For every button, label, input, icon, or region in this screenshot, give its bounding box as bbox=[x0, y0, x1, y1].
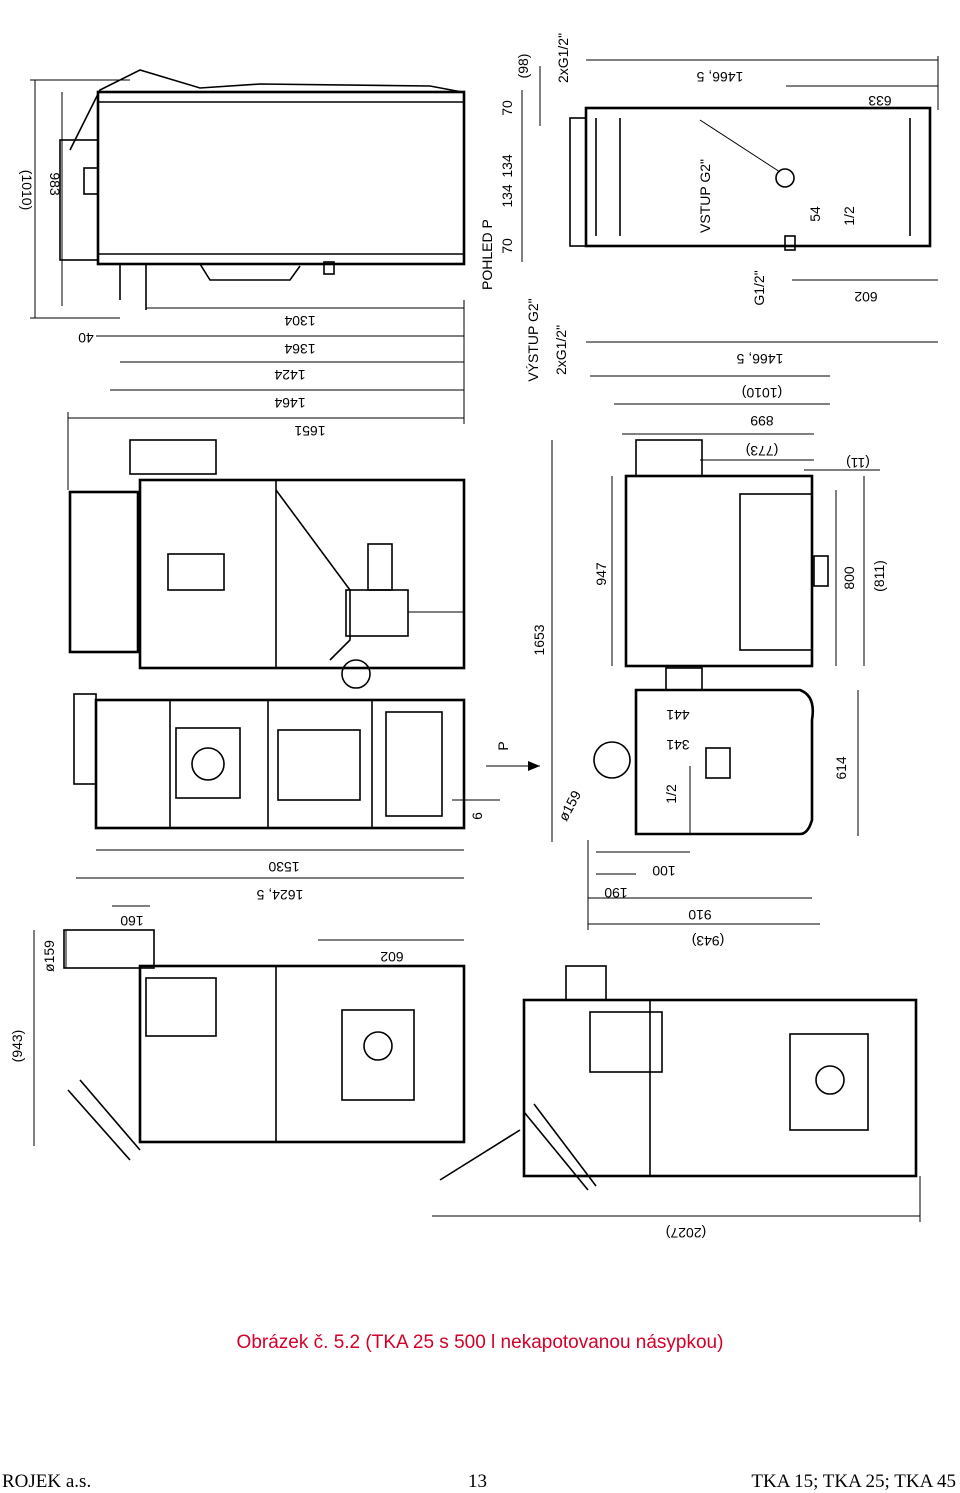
bottom-left-view: 160 ø159 602 (943) bbox=[9, 905, 466, 1161]
dim-899: 899 bbox=[750, 413, 774, 429]
dim-6: 6 bbox=[469, 812, 485, 820]
footer-company: ROJEK a.s. bbox=[2, 1471, 92, 1492]
arrow-label-p: P bbox=[495, 741, 511, 750]
figure-caption: Obrázek č. 5.2 (TKA 25 s 500 l nekapotov… bbox=[236, 1332, 724, 1353]
outlet-label: VÝSTUP G2" bbox=[525, 298, 541, 381]
dim-1010: (1010) bbox=[19, 170, 35, 210]
pipes-top-label: 2xG1/2" bbox=[555, 33, 571, 83]
inlet-circle bbox=[775, 168, 795, 188]
dim-159-front: ø159 bbox=[555, 788, 584, 824]
dim-1466-bottom: 1466, 5 bbox=[736, 351, 783, 367]
dim-1010-side: (1010) bbox=[742, 385, 782, 401]
dim-1424: 1424 bbox=[274, 367, 305, 383]
bottom-right-view: (2027) bbox=[432, 965, 921, 1241]
dim-1653: 1653 bbox=[531, 624, 547, 655]
front-view: 6 1530 1624, 5 P bbox=[73, 693, 540, 903]
dim-half-center: 1/2 bbox=[663, 784, 679, 804]
dim-943-bottom: (943) bbox=[9, 1030, 25, 1063]
dim-2027: (2027) bbox=[666, 1225, 706, 1241]
dim-54: 54 bbox=[807, 206, 823, 222]
dim-947: 947 bbox=[593, 562, 609, 586]
top-left-view: (1010) 983 1304 1364 1424 1464 1651 40 bbox=[19, 69, 466, 490]
dim-1530: 1530 bbox=[268, 859, 299, 875]
dim-341: 341 bbox=[666, 737, 690, 753]
plan-view-right: 441 341 1/2 614 ø159 100 190 910 (943) bbox=[555, 667, 859, 949]
dim-134-a: 134 bbox=[499, 154, 515, 178]
dim-160: 160 bbox=[120, 913, 144, 929]
dim-943-front: (943) bbox=[692, 933, 725, 949]
dim-190: 190 bbox=[604, 885, 628, 901]
top-right-view: POHLED P (98) 70 134 134 70 2xG1/2" VÝST… bbox=[479, 33, 939, 382]
dim-half-right: 1/2 bbox=[841, 206, 857, 226]
dim-70-top: 70 bbox=[499, 100, 515, 116]
dim-633: 633 bbox=[868, 93, 892, 109]
dim-441: 441 bbox=[666, 707, 690, 723]
dim-602-right: 602 bbox=[854, 289, 878, 305]
dim-1304: 1304 bbox=[284, 313, 315, 329]
dim-70-bottom: 70 bbox=[499, 238, 515, 254]
dim-1624: 1624, 5 bbox=[256, 887, 303, 903]
dim-11: (11) bbox=[846, 455, 870, 471]
footer-page-number: 13 bbox=[468, 1471, 487, 1492]
dim-100: 100 bbox=[652, 863, 676, 879]
dim-811: (811) bbox=[871, 560, 887, 592]
dim-40: 40 bbox=[78, 330, 94, 346]
drain-label: G1/2" bbox=[751, 270, 767, 305]
dim-773: (773) bbox=[746, 443, 779, 459]
dim-1464: 1464 bbox=[274, 395, 305, 411]
dim-1466-top: 1466, 5 bbox=[696, 69, 743, 85]
footer-models: TKA 15; TKA 25; TKA 45 bbox=[751, 1471, 956, 1492]
dim-614: 614 bbox=[833, 756, 849, 780]
dim-159-bottom: ø159 bbox=[41, 940, 57, 972]
dim-602-bottom: 602 bbox=[380, 949, 404, 965]
side-view-right: (1010) 899 (773) (11) 1653 947 800 (811) bbox=[531, 375, 887, 842]
dim-800: 800 bbox=[841, 566, 857, 590]
side-view-left bbox=[68, 439, 466, 689]
technical-drawing: (1010) 983 1304 1364 1424 1464 1651 40 P… bbox=[9, 33, 939, 1241]
dim-1364: 1364 bbox=[284, 341, 315, 357]
inlet-label: VSTUP G2" bbox=[697, 159, 713, 233]
dim-983: 983 bbox=[47, 172, 63, 196]
dim-910: 910 bbox=[688, 907, 712, 923]
dim-98: (98) bbox=[515, 54, 531, 79]
dim-1651: 1651 bbox=[294, 423, 325, 439]
boiler-rear bbox=[584, 106, 932, 248]
boiler-body-top bbox=[96, 90, 466, 266]
dim-134-b: 134 bbox=[499, 184, 515, 208]
pipes-bottom-label: 2xG1/2" bbox=[553, 325, 569, 375]
view-label-pohled-p: POHLED P bbox=[479, 219, 495, 290]
